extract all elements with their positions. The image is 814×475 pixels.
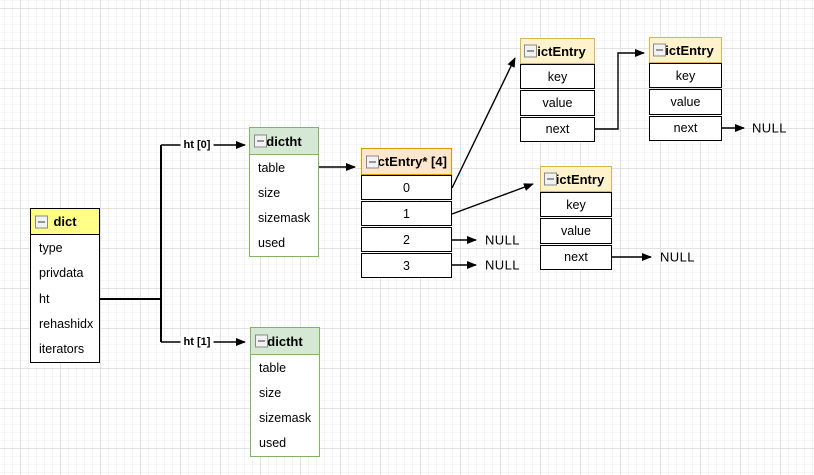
null-label-entry-b-next[interactable]: NULL <box>752 120 787 136</box>
field-row[interactable]: ht <box>39 291 50 306</box>
edge-label-ht0[interactable]: ht [0] <box>180 139 214 151</box>
node-dictht-1-header[interactable]: dictht <box>250 327 320 355</box>
node-dictentry-c-header[interactable]: dictEntry <box>540 166 612 192</box>
collapse-icon[interactable] <box>544 172 557 186</box>
entry-field-value[interactable]: value <box>649 89 722 115</box>
field-row[interactable]: used <box>258 236 286 251</box>
field-row[interactable]: type <box>39 240 63 255</box>
node-dict-header[interactable]: dict <box>30 208 100 235</box>
entry-field-value[interactable]: value <box>540 218 612 244</box>
node-title: dictEntry* [4] <box>366 154 447 169</box>
node-dictentry-array[interactable]: dictEntry* [4] 0 1 2 3 <box>361 148 452 278</box>
null-label-entry-c-next[interactable]: NULL <box>660 249 695 265</box>
field-row[interactable]: sizemask <box>258 211 311 226</box>
collapse-icon[interactable] <box>366 155 379 168</box>
node-title: dictht <box>266 133 302 149</box>
node-title: dictEntry <box>529 43 586 59</box>
node-dictht-1[interactable]: dictht table size sizemask used <box>250 327 320 457</box>
node-dictentry-c[interactable]: dictEntry key value next <box>540 166 612 270</box>
array-slot-2[interactable]: 2 <box>361 227 452 252</box>
null-label-slot3[interactable]: NULL <box>485 257 520 273</box>
field-row[interactable]: privdata <box>39 266 84 281</box>
node-dictentry-a-header[interactable]: dictEntry <box>520 38 595 64</box>
field-row[interactable]: table <box>259 360 287 375</box>
entry-field-next[interactable]: next <box>520 116 595 142</box>
array-slot-1[interactable]: 1 <box>361 201 452 226</box>
field-row[interactable]: size <box>258 185 281 200</box>
entry-field-key[interactable]: key <box>649 63 722 89</box>
node-dictentry-a[interactable]: dictEntry key value next <box>520 38 595 142</box>
field-row[interactable]: rehashidx <box>39 316 94 331</box>
entry-field-key[interactable]: key <box>520 64 595 90</box>
node-dict[interactable]: dict type privdata ht rehashidx iterator… <box>30 208 100 363</box>
edge-slot0-to-entry-a[interactable] <box>451 57 516 189</box>
collapse-icon[interactable] <box>524 44 537 58</box>
collapse-icon[interactable] <box>35 215 48 228</box>
node-dictentry-array-header[interactable]: dictEntry* [4] <box>361 148 452 175</box>
edge-entry-a-next-to-entry-b[interactable] <box>595 49 645 130</box>
entry-field-next[interactable]: next <box>540 244 612 270</box>
array-slot-0[interactable]: 0 <box>361 175 452 200</box>
node-dictentry-b-header[interactable]: dictEntry <box>649 37 722 63</box>
node-dictentry-b[interactable]: dictEntry key value next <box>649 37 722 141</box>
null-label-slot2[interactable]: NULL <box>485 232 520 248</box>
collapse-icon[interactable] <box>255 334 268 348</box>
entry-field-value[interactable]: value <box>520 90 595 116</box>
collapse-icon[interactable] <box>254 134 267 148</box>
edge-label-ht1[interactable]: ht [1] <box>180 336 214 348</box>
node-title: dictEntry <box>547 171 605 187</box>
field-row[interactable]: sizemask <box>259 411 312 426</box>
node-title: dictht <box>267 333 303 349</box>
entry-field-next[interactable]: next <box>649 115 722 141</box>
node-dictht-0[interactable]: dictht table size sizemask used <box>249 127 319 257</box>
collapse-icon[interactable] <box>653 43 666 57</box>
field-row[interactable]: size <box>259 385 282 400</box>
node-title: dict <box>53 214 77 229</box>
edge-slot1-to-entry-c[interactable] <box>451 183 534 215</box>
entry-field-key[interactable]: key <box>540 192 612 218</box>
node-title: dictEntry <box>657 42 714 58</box>
field-row[interactable]: used <box>259 436 287 451</box>
node-dictht-0-header[interactable]: dictht <box>249 127 319 155</box>
field-row[interactable]: table <box>258 160 286 175</box>
array-slot-3[interactable]: 3 <box>361 253 452 278</box>
field-row[interactable]: iterators <box>39 342 85 357</box>
